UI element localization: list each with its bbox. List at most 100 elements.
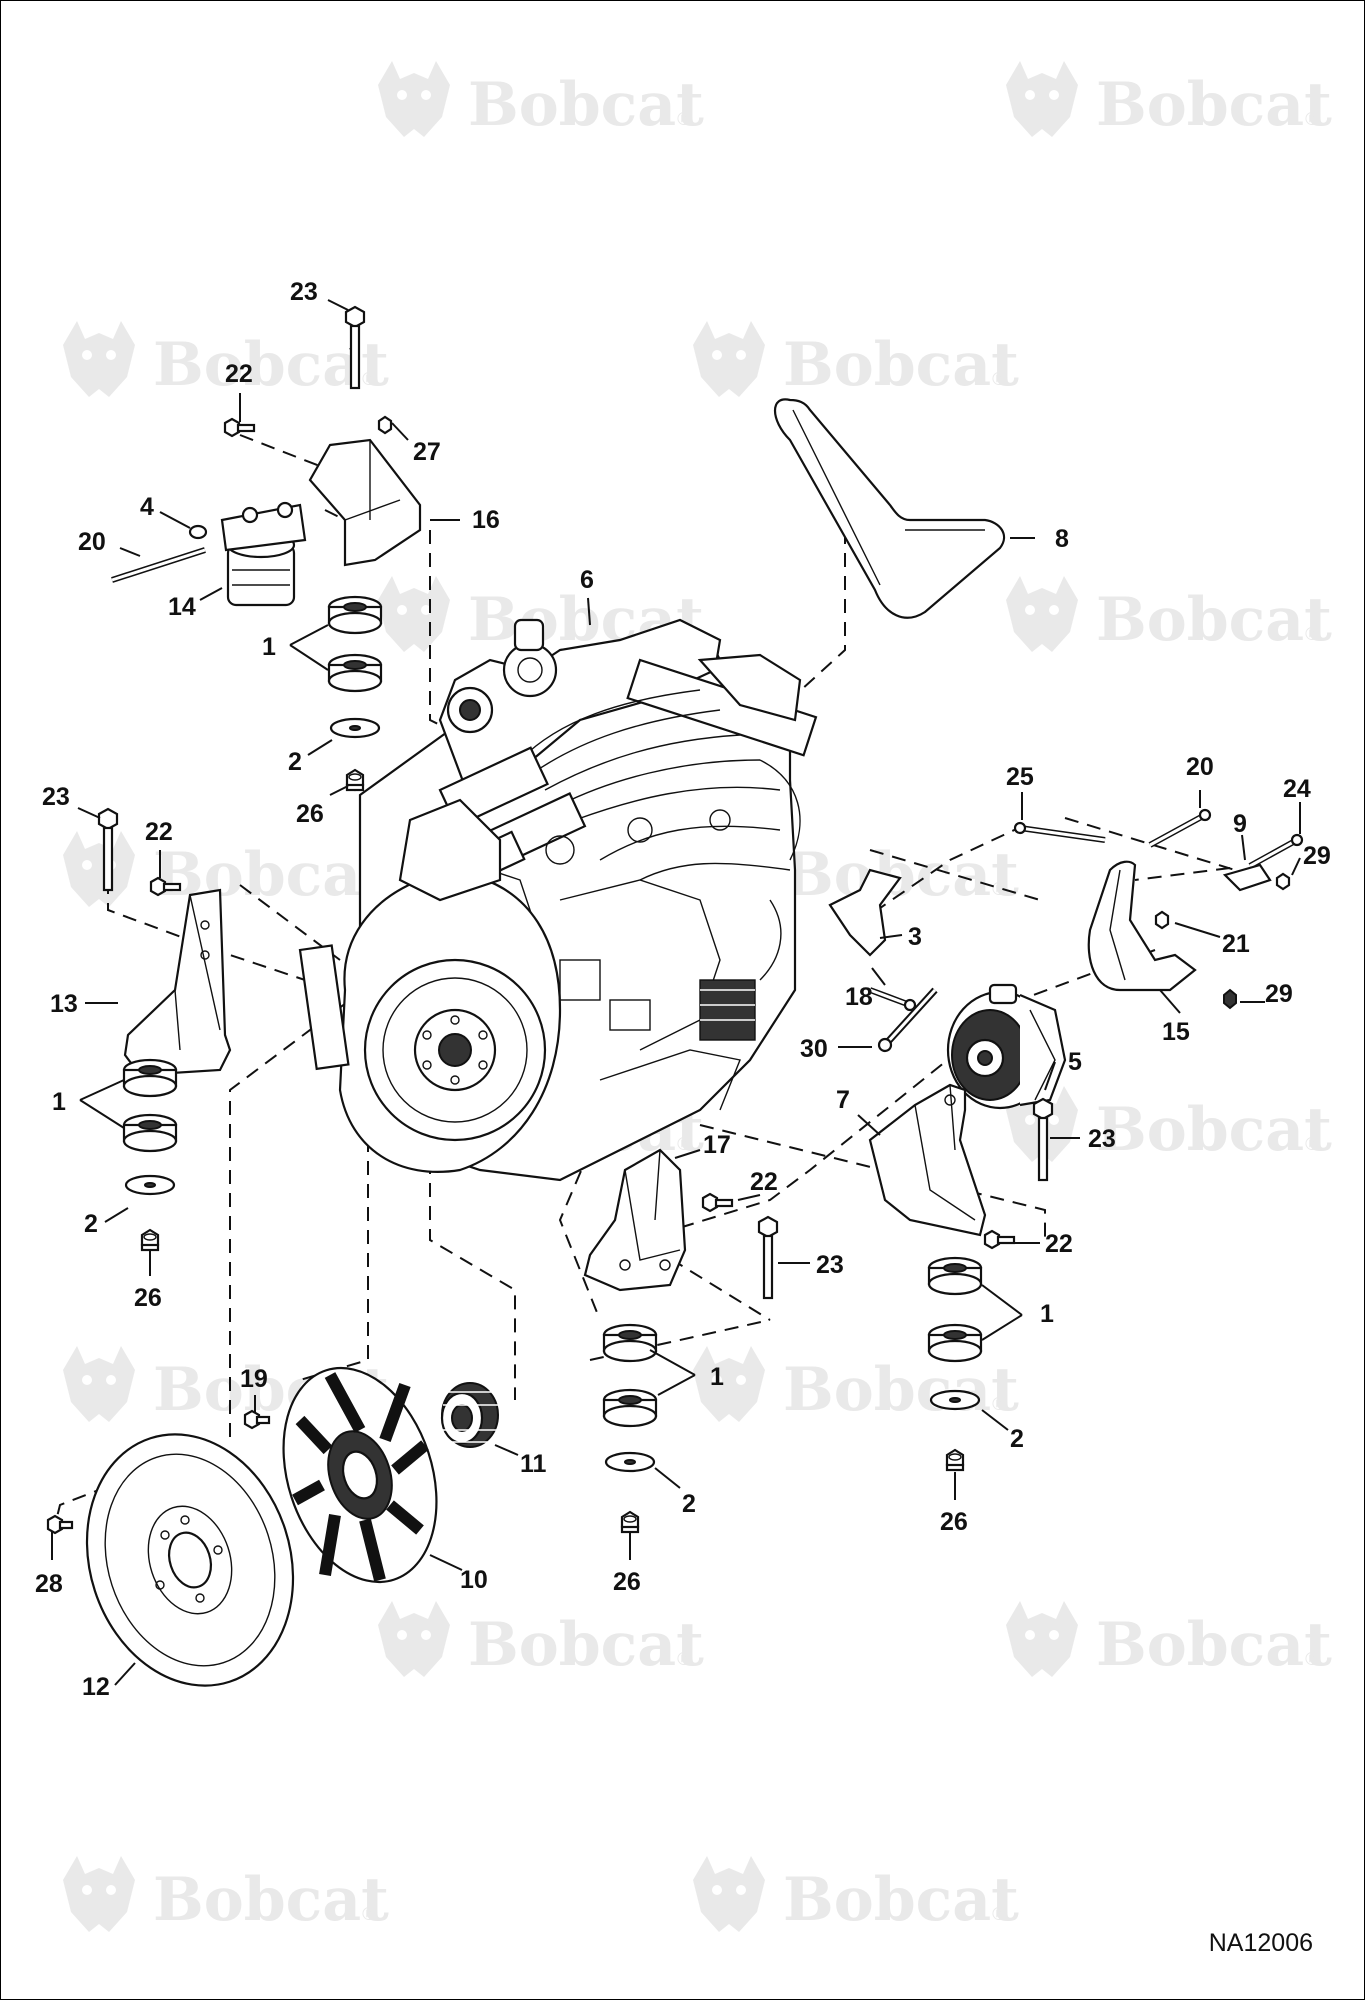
callout-30: 30 [800,1035,828,1063]
bolt-22-front [701,1192,734,1213]
mount-1-right [927,1256,983,1296]
bolt-20-left [111,547,206,583]
nut-26-front [620,1510,640,1534]
mount-1-front-lower [602,1388,658,1428]
callout-11: 11 [520,1450,547,1478]
washer-2-left [124,1174,176,1196]
figure-id: NA12006 [1208,1929,1313,1957]
drive-belt-8 [774,398,1006,619]
callout-8: 8 [1055,525,1069,553]
tension-bracket-9 [1222,863,1272,892]
callout-1-right: 1 [1040,1300,1054,1328]
callout-22-left: 22 [145,818,173,846]
callout-27: 27 [413,438,441,466]
nut-26-right [945,1448,965,1472]
callout-7: 7 [836,1086,850,1114]
mount-1-top-lower [327,653,383,693]
nut-26-left [140,1228,160,1252]
coupling-10 [282,1366,438,1584]
callout-15: 15 [1162,1018,1190,1046]
mount-1-right-lower [927,1323,983,1363]
callout-26-top: 26 [296,800,324,828]
washer-2-top [329,717,381,739]
bracket-3 [828,868,902,957]
callout-2-right: 2 [1010,1425,1024,1453]
engine-mount-bracket-7 [868,1083,987,1237]
callout-21: 21 [1222,930,1250,958]
callout-22-front: 22 [750,1168,778,1196]
mount-1-left-lower [122,1113,178,1153]
callout-23-right: 23 [1088,1125,1116,1153]
right-rear-mount-assembly [868,1083,1054,1472]
bolt-28 [46,1514,74,1535]
callout-20-left: 20 [78,528,106,556]
bolt-21 [1154,910,1170,930]
washer-4 [188,524,208,540]
mount-1-front [602,1323,658,1363]
washer-2-right [929,1389,981,1411]
turbocharger [446,618,558,734]
engine-6 [298,618,818,1182]
bolt-18 [868,987,917,1012]
front-mount-assembly [583,1148,779,1534]
callout-25: 25 [1006,763,1034,791]
callout-10: 10 [460,1566,488,1594]
left-mount-assembly [97,807,232,1252]
callout-1-front: 1 [710,1363,724,1391]
callout-23-front: 23 [816,1251,844,1279]
nut-29-bottom [1223,988,1237,1010]
callout-20-right: 20 [1186,753,1214,781]
flywheel-housing [338,873,562,1173]
callout-26-left: 26 [134,1284,162,1312]
callout-22-right: 22 [1045,1230,1073,1258]
callout-19: 19 [240,1365,268,1393]
callout-23-left: 23 [42,783,70,811]
callout-28: 28 [35,1570,63,1598]
callout-26-right: 26 [940,1508,968,1536]
callout-13: 13 [50,990,78,1018]
nut-27 [377,415,393,435]
callout-17: 17 [703,1131,731,1159]
fuel-filter-assembly [111,305,422,792]
callout-2-front: 2 [682,1490,696,1518]
bolt-25 [1013,821,1106,843]
alternator-bracket-15 [1087,860,1197,992]
bolt-24 [1248,833,1304,869]
callout-24: 24 [1283,775,1311,803]
bolt-23-front [757,1215,779,1300]
flywheel-12 [85,1433,295,1687]
callout-22-top: 22 [225,360,253,388]
bolt-19 [243,1409,271,1430]
callout-16: 16 [472,506,500,534]
callout-23-top: 23 [290,278,318,306]
callout-1-top: 1 [262,633,276,661]
callout-5: 5 [1068,1048,1082,1076]
callout-2-top: 2 [288,748,302,776]
callout-labels: 23 22 27 16 4 20 14 1 2 26 6 8 23 22 13 … [35,278,1331,1701]
callout-1-left: 1 [52,1088,66,1116]
alternator-assembly [828,808,1304,1110]
callout-14: 14 [168,593,196,621]
callout-26-front: 26 [613,1568,641,1596]
callout-9: 9 [1233,810,1247,838]
bolt-20-right [1148,808,1212,848]
leader-lines [51,299,1301,1686]
callout-18: 18 [845,983,873,1011]
callout-4: 4 [140,493,154,521]
engine-mount-bracket-13 [123,888,232,1077]
bolt-22-right [983,1229,1016,1250]
callout-12: 12 [82,1673,110,1701]
nut-26-top [345,768,365,792]
callout-6: 6 [580,566,594,594]
mount-1-top [327,595,383,635]
gear-11 [440,1382,499,1448]
callout-2-left: 2 [84,1210,98,1238]
alternator-5 [946,983,1067,1110]
bolt-30 [877,987,938,1053]
washer-2-front [604,1451,656,1473]
callout-29-bottom: 29 [1265,980,1293,1008]
filter-bracket-16 [308,438,422,567]
mount-1-left [122,1058,178,1098]
callout-29-top: 29 [1303,842,1331,870]
